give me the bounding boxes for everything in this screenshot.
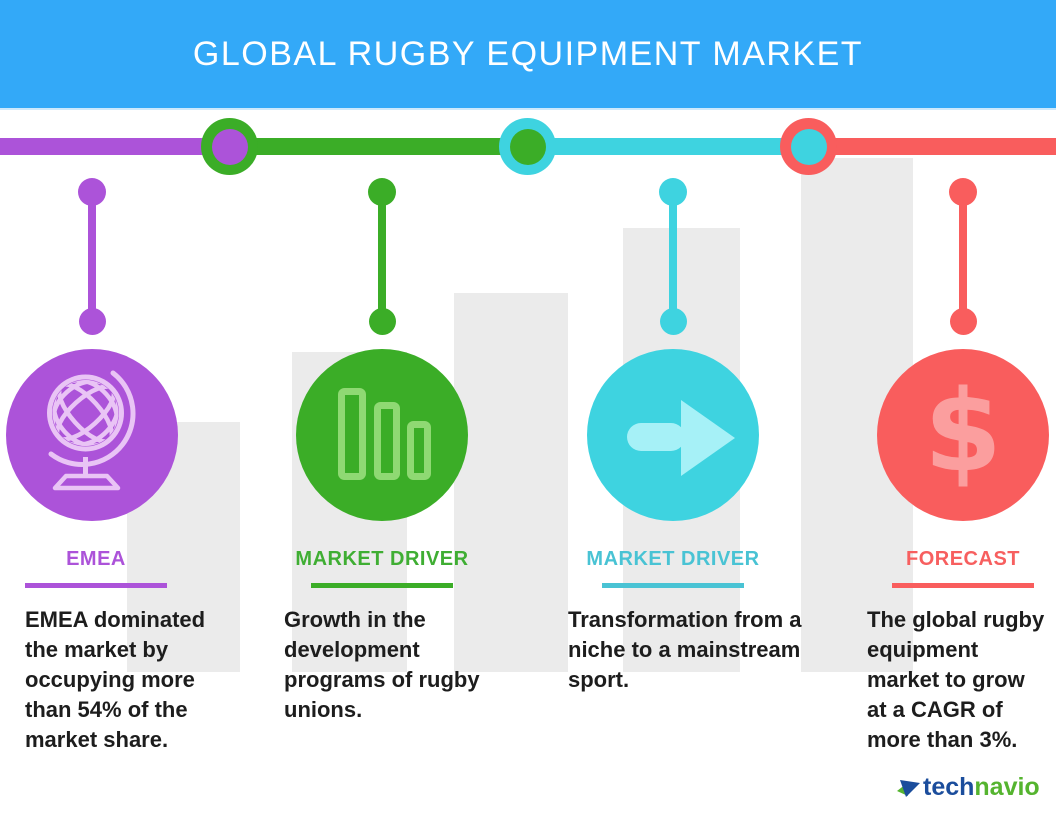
heading-underline	[25, 583, 167, 588]
icon-circle-green	[296, 349, 468, 521]
timeline-node	[201, 118, 258, 175]
pin-line	[959, 192, 967, 322]
pin-dot	[369, 308, 396, 335]
pin-line	[378, 192, 386, 322]
timeline-node	[780, 118, 837, 175]
timeline-node-dot	[790, 128, 827, 165]
timeline-segment-red	[809, 138, 1056, 155]
icon-circle-purple	[6, 349, 178, 521]
logo-text-navio: navio	[974, 773, 1040, 801]
icon-circle-cyan	[587, 349, 759, 521]
column-heading: EMEA	[66, 548, 126, 570]
pin-line	[88, 192, 96, 322]
column-body: Transformation from a niche to a mainstr…	[568, 607, 802, 692]
header-banner: GLOBAL RUGBY EQUIPMENT MARKET	[0, 0, 1056, 110]
column-body: Growth in the development programs of ru…	[284, 607, 480, 722]
heading-underline	[892, 583, 1034, 588]
dollar-icon: $	[924, 367, 1002, 497]
column-heading: MARKET DRIVER	[586, 548, 760, 570]
timeline-node	[499, 118, 556, 175]
timeline-node-dot	[211, 128, 248, 165]
logo-text-tech: tech	[923, 773, 975, 801]
icon-circle-red: $	[877, 349, 1049, 521]
column-body: EMEA dominated the market by occupying m…	[25, 607, 206, 752]
page-title: GLOBAL RUGBY EQUIPMENT MARKET	[192, 34, 864, 73]
bar-chart-icon	[338, 388, 431, 480]
technavio-logo: tech navio	[897, 773, 1040, 802]
timeline-segment-cyan	[528, 138, 809, 155]
pin-line	[669, 192, 677, 322]
plane-icon	[897, 779, 920, 797]
pin-dot	[79, 308, 106, 335]
timeline-segment-purple	[0, 138, 230, 155]
arrow-right-icon	[627, 400, 735, 476]
globe-icon	[47, 370, 136, 491]
heading-underline	[311, 583, 453, 588]
heading-underline	[602, 583, 744, 588]
timeline-segment-green	[230, 138, 528, 155]
timeline-node-dot	[509, 128, 546, 165]
column-body: The global rugby equipment market to gro…	[867, 607, 1045, 752]
pin-dot	[950, 308, 977, 335]
column-heading: MARKET DRIVER	[295, 548, 469, 570]
column-heading: FORECAST	[906, 548, 1020, 570]
background-bar	[454, 293, 568, 672]
pin-dot	[660, 308, 687, 335]
